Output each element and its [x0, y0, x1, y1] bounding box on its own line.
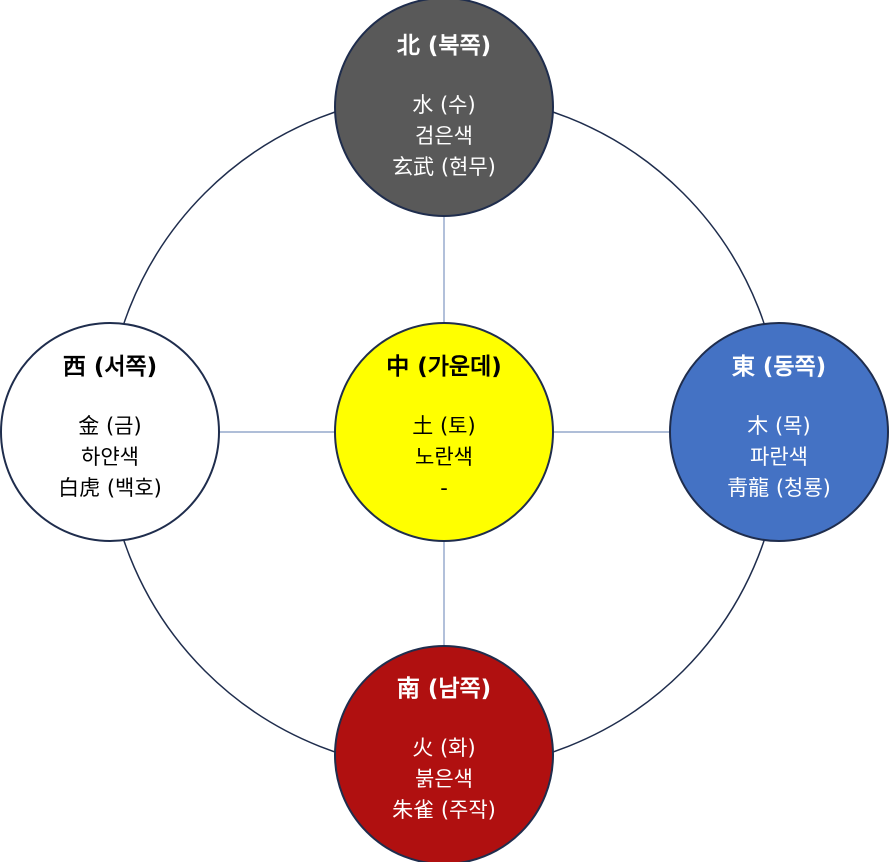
center-color-name: 노란색 [415, 445, 473, 469]
east-node-text: 東 (동쪽) 木 (목) 파란색 靑龍 (청룡) [689, 352, 869, 504]
east-guardian: 靑龍 (청룡) [727, 476, 831, 500]
west-node-text: 西 (서쪽) 金 (금) 하얀색 白虎 (백호) [20, 352, 200, 504]
east-circle [669, 322, 889, 542]
south-circle [334, 645, 554, 862]
east-element: 木 (목) [747, 414, 811, 438]
center-circle [334, 322, 554, 542]
north-node-text: 北 (북쪽) 水 (수) 검은색 玄武 (현무) [354, 31, 534, 183]
north-title: 北 (북쪽) [396, 33, 492, 59]
center-guardian: - [440, 476, 448, 500]
center-element: 土 (토) [412, 414, 476, 438]
south-element: 火 (화) [412, 736, 476, 760]
north-element: 水 (수) [412, 93, 476, 117]
south-guardian: 朱雀 (주작) [392, 798, 496, 822]
west-element: 金 (금) [78, 414, 142, 438]
south-title: 南 (남쪽) [396, 676, 492, 702]
center-title: 中 (가운데) [386, 354, 502, 380]
west-circle [0, 322, 220, 542]
east-title: 東 (동쪽) [731, 354, 827, 380]
north-color-name: 검은색 [415, 124, 473, 148]
north-guardian: 玄武 (현무) [392, 155, 496, 179]
east-color-name: 파란색 [750, 445, 808, 469]
south-color-name: 붉은색 [415, 767, 473, 791]
west-guardian: 白虎 (백호) [58, 476, 162, 500]
north-circle [334, 0, 554, 217]
west-title: 西 (서쪽) [62, 354, 158, 380]
south-node-text: 南 (남쪽) 火 (화) 붉은색 朱雀 (주작) [354, 674, 534, 826]
center-node-text: 中 (가운데) 土 (토) 노란색 - [354, 352, 534, 504]
west-color-name: 하얀색 [81, 445, 139, 469]
